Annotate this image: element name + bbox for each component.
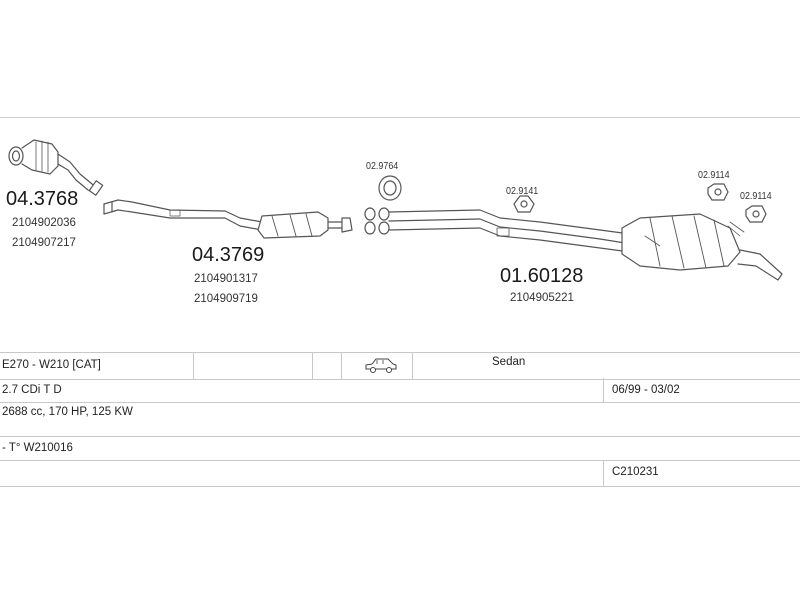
years-cell: 06/99 - 03/02 [612,384,680,396]
part-number-3: 01.60128 [500,265,584,287]
hanger-2-number: 02.9114 [698,169,730,181]
divider [341,353,342,379]
hanger-3-number: 02.9114 [740,190,772,202]
engine-cell: 2.7 CDi T D [2,384,62,396]
part-1-ref-1: 2104902036 [12,217,76,229]
model-cell: E270 - W210 [CAT] [2,359,101,371]
table-row-specs: 2688 cc, 170 HP, 125 KW [0,402,800,437]
middle-pipe-resonator [103,199,353,239]
specs-cell: 2688 cc, 170 HP, 125 KW [2,406,133,418]
part-2-ref-2: 2104909719 [194,293,258,305]
exhaust-diagram [8,139,783,281]
hanger-3 [727,205,767,237]
part-number-1: 04.3768 [6,188,79,210]
front-pipe-catalyst [8,139,104,196]
divider [193,353,194,379]
divider [412,353,413,379]
type-code-cell: - T° W210016 [2,442,73,454]
clamp-number: 02.9764 [366,160,399,172]
clamp-ring [378,175,402,201]
catalog-code-cell: C210231 [612,466,659,478]
rear-pipe-silencer [364,207,783,281]
table-row-type: - T° W210016 [0,436,800,461]
divider [603,460,604,486]
part-2-ref-1: 2104901317 [194,273,258,285]
divider [603,378,604,402]
hanger-1-number: 02.9141 [506,185,539,197]
table-row-engine: 2.7 CDi T D 06/99 - 03/02 [0,378,800,403]
car-sedan-icon [364,356,398,382]
hanger-2 [707,183,729,201]
table-row-model: E270 - W210 [CAT] Sedan [0,352,800,380]
part-3-ref-1: 2104905221 [510,292,574,304]
hanger-1 [513,195,535,213]
divider [312,353,313,379]
top-divider [0,117,800,118]
part-1-ref-2: 2104907217 [12,237,76,249]
table-row-catalog: C210231 [0,460,800,487]
part-number-2: 04.3769 [192,244,265,266]
body-type-cell: Sedan [492,356,526,368]
